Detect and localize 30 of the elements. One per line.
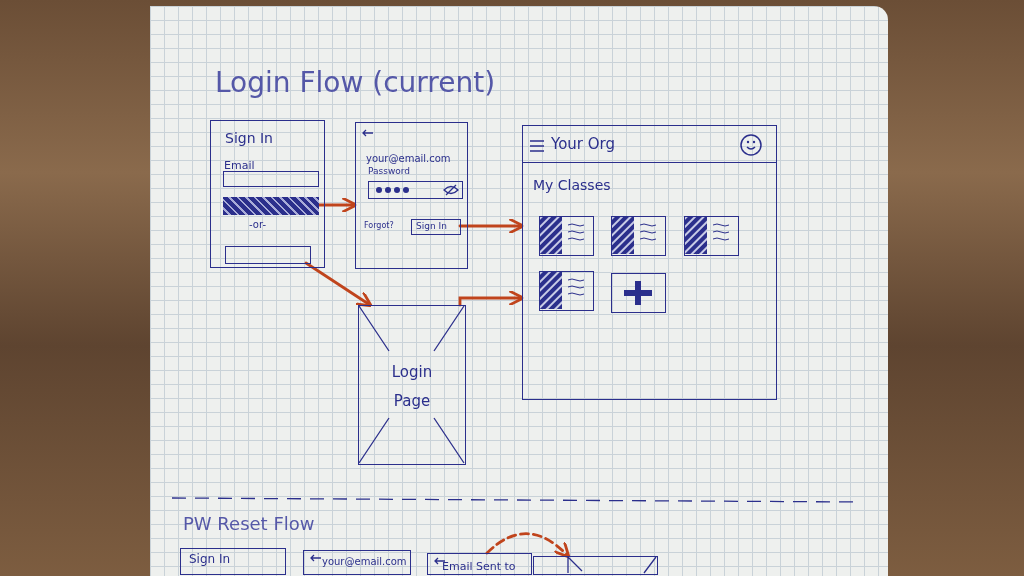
button: Sign In: [411, 219, 461, 235]
scribbled-button: [223, 197, 319, 215]
email-text: your@email.com: [366, 153, 451, 164]
screen-frame: [180, 548, 286, 575]
divider-text: -or-: [249, 219, 266, 230]
screen-text: Email Sent to: [442, 561, 516, 574]
flow-arrow: [458, 289, 525, 307]
app-name: Your Org: [551, 136, 616, 153]
button: [225, 246, 311, 264]
add-card: [611, 273, 666, 313]
page-title: Login Flow (current): [215, 68, 496, 99]
page-label: Login Page: [390, 362, 434, 412]
section-heading: My Classes: [533, 178, 611, 194]
screen-frame: [427, 553, 532, 575]
screen-frame: [210, 120, 325, 268]
screen-title: Sign In: [225, 131, 273, 147]
screen-frame: [355, 122, 468, 269]
screen-frame: [522, 125, 777, 400]
section-heading: PW Reset Flow: [183, 514, 315, 534]
flow-arrow: [485, 532, 571, 559]
link-text: Forgot?: [364, 222, 394, 231]
password-field: [368, 181, 463, 199]
screen-title: Sign In: [189, 553, 231, 567]
input-field: [223, 171, 319, 187]
flow-arrow: [304, 261, 373, 308]
field-label: Email: [224, 160, 255, 173]
screen-frame: [303, 550, 411, 575]
flow-arrow: [458, 217, 525, 235]
field-label: Password: [368, 167, 411, 177]
email-text: your@email.com: [322, 556, 407, 567]
